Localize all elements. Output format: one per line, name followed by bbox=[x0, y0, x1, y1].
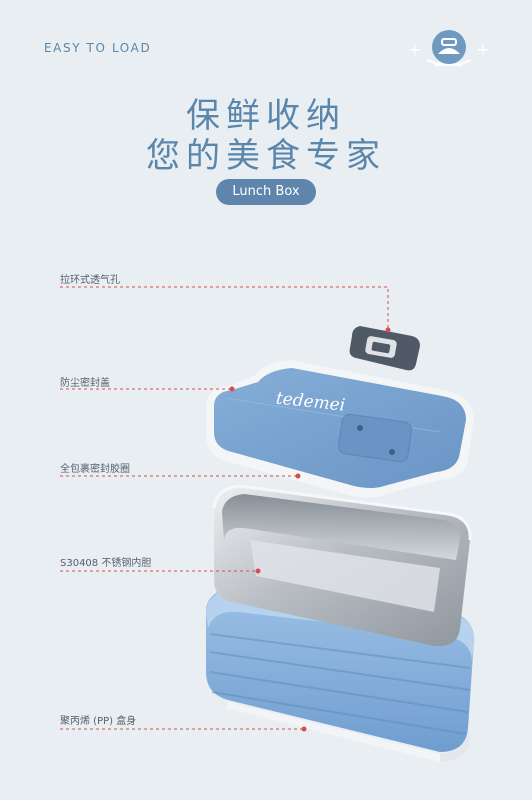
tagline: EASY TO LOAD bbox=[44, 41, 152, 55]
callout-label-body: 聚丙烯 (PP) 盒身 bbox=[60, 716, 137, 727]
plus-left-icon: + bbox=[408, 40, 422, 59]
callout-label-steel: S30408 不锈钢内胆 bbox=[60, 558, 152, 569]
callout-dots bbox=[229, 327, 391, 732]
callout-lines bbox=[60, 286, 389, 730]
hero-title-line2: 您的美食专家 bbox=[146, 136, 386, 176]
callout-label-seal: 全包裹密封胶圈 bbox=[60, 464, 130, 475]
dust-proof-lid: tedemei bbox=[206, 360, 474, 498]
plus-right-icon: + bbox=[476, 40, 490, 59]
lunch-box-badge: Lunch Box bbox=[216, 179, 316, 205]
hero-title-line1: 保鲜收纳 bbox=[186, 96, 346, 136]
steel-inner-bowl bbox=[212, 484, 472, 647]
lunchbox-logo-icon bbox=[432, 30, 466, 64]
callout-label-lid: 防尘密封盖 bbox=[60, 378, 110, 389]
callout-label-vent: 拉环式透气孔 bbox=[60, 275, 120, 286]
pull-ring-vent-valve bbox=[349, 326, 420, 371]
logo-plate-icon bbox=[426, 59, 472, 66]
